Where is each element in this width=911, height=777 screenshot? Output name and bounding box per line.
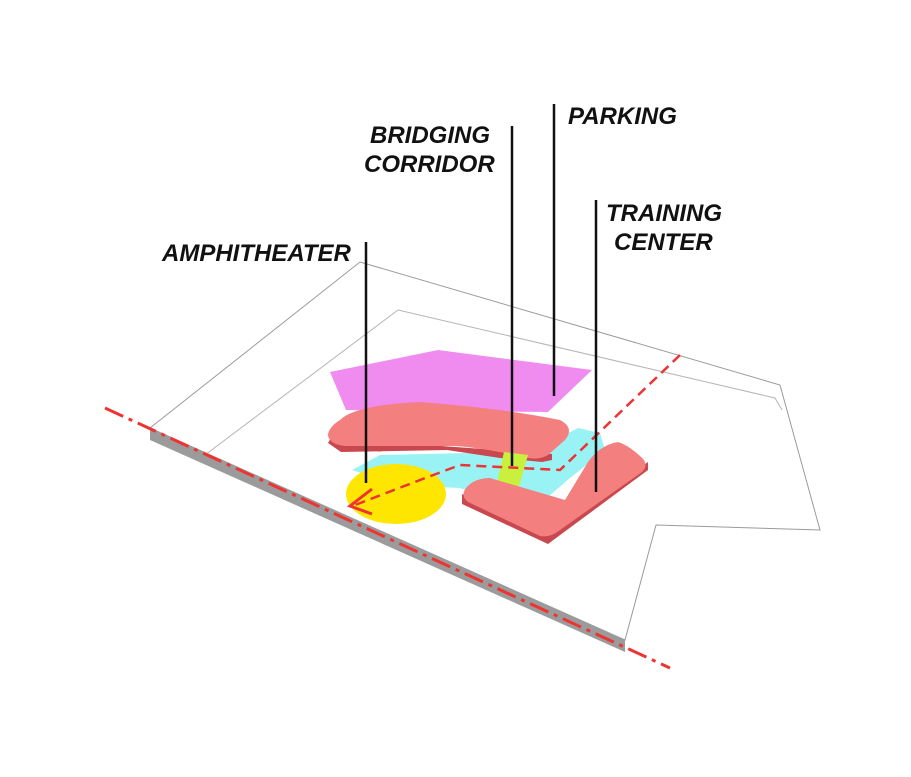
training-center-label-line1: TRAINING	[606, 200, 722, 227]
parking-block	[330, 350, 592, 412]
amphitheater-label: AMPHITHEATER	[161, 240, 352, 267]
training-center-upper	[328, 402, 569, 459]
training-center-lower-shadow	[462, 462, 648, 544]
bridging-corridor-label-line1: BRIDGING	[370, 122, 490, 149]
bridging-corridor	[496, 452, 528, 490]
site-inner-boundary	[204, 309, 783, 456]
training-center-l-block	[463, 442, 646, 537]
circulation-arrowhead-icon	[346, 487, 373, 516]
training-center-label-line2: CENTER	[614, 229, 713, 256]
bridging-corridor-label-line2: CORRIDOR	[364, 151, 495, 178]
amphitheater	[346, 464, 446, 524]
parking-label: PARKING	[568, 103, 677, 130]
property-line	[104, 406, 671, 670]
